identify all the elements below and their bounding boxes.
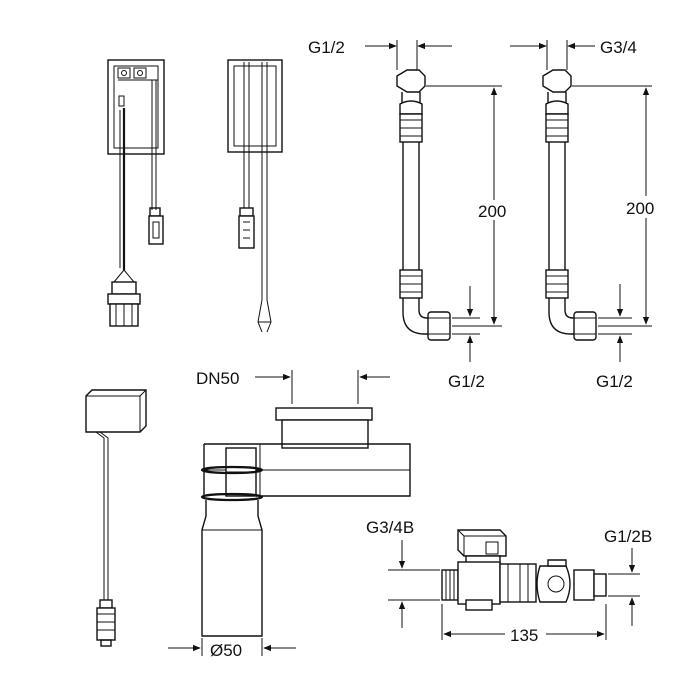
dim-valve-outlet: G1/2B bbox=[604, 527, 652, 626]
dim-valve-length: 135 bbox=[441, 604, 607, 645]
dim-left-bottom-thread: G1/2 bbox=[448, 286, 485, 391]
dim-right-length: 200 bbox=[572, 85, 654, 327]
dim-right-bottom-thread: G1/2 bbox=[596, 284, 633, 391]
control-box-with-leads bbox=[227, 59, 283, 333]
drain-nominal-label: DN50 bbox=[196, 369, 239, 388]
valve-length-label: 135 bbox=[510, 626, 538, 645]
right-top-thread-label: G3/4 bbox=[600, 38, 637, 57]
control-box-with-connector bbox=[107, 59, 165, 327]
valve-outlet-label: G1/2B bbox=[604, 527, 652, 546]
sensor-box-with-cable bbox=[85, 389, 147, 647]
drain-diameter-label: Ø50 bbox=[210, 641, 242, 660]
left-length-label: 200 bbox=[478, 202, 506, 221]
dim-valve-inlet: G3/4B bbox=[366, 518, 440, 628]
dim-left-top-thread: G1/2 bbox=[308, 38, 452, 70]
drain-siphon bbox=[200, 407, 411, 637]
valve-inlet-label: G3/4B bbox=[366, 518, 414, 537]
left-bottom-thread-label: G1/2 bbox=[448, 372, 485, 391]
dim-drain-nominal: DN50 bbox=[196, 369, 390, 404]
dim-left-length: 200 bbox=[426, 85, 506, 327]
hose-right bbox=[542, 69, 597, 341]
right-bottom-thread-label: G1/2 bbox=[596, 372, 633, 391]
solenoid-valve bbox=[441, 529, 607, 611]
right-length-label: 200 bbox=[626, 199, 654, 218]
dim-right-top-thread: G3/4 bbox=[510, 38, 637, 70]
hose-left bbox=[396, 69, 451, 341]
dim-drain-diameter: Ø50 bbox=[168, 638, 296, 660]
left-top-thread-label: G1/2 bbox=[308, 38, 345, 57]
